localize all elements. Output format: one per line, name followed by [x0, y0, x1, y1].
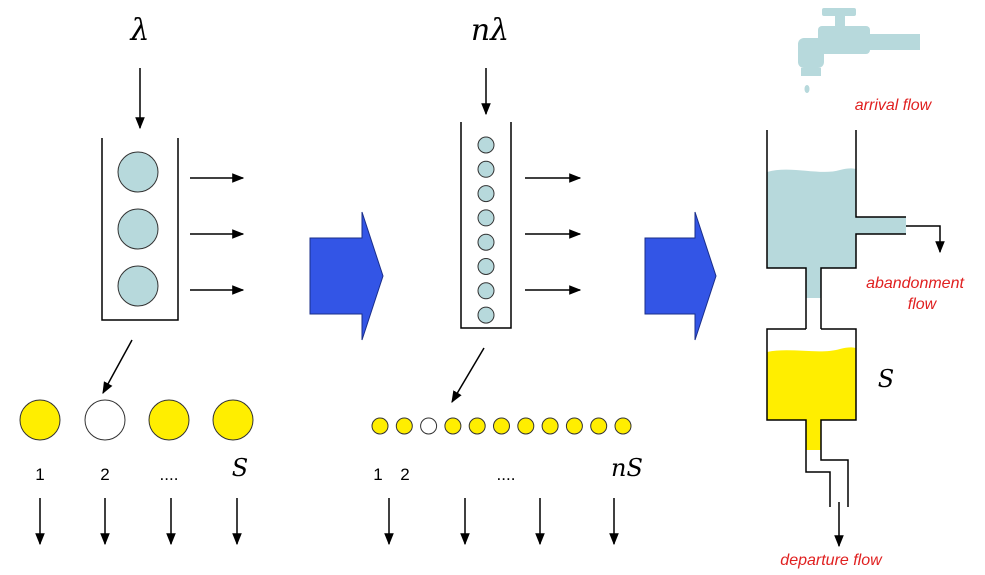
server-busy	[19, 399, 61, 441]
server-busy	[371, 417, 389, 435]
queued-customer	[477, 282, 495, 300]
queue-tank-left-wall	[766, 130, 807, 329]
server-idle	[420, 417, 438, 435]
scaled-arrival-rate-label: nλ	[471, 13, 509, 48]
fluid-limit-transition-arrow	[644, 211, 717, 341]
queued-customer	[117, 208, 159, 250]
abandonment-pipe-fluid	[856, 217, 906, 234]
server-tank-left-wall	[766, 328, 831, 507]
server-busy	[493, 417, 510, 435]
queue-tank-right-wall	[855, 130, 906, 218]
connector-pipe	[820, 233, 906, 329]
arrival-flow-label: arrival flow	[855, 97, 933, 114]
stage3-fluid-model: arrival flow abandonment flow S departur…	[766, 8, 964, 569]
server-busy	[590, 417, 608, 435]
queued-customer	[117, 265, 159, 307]
stage1-system: λ 1 2 .... S	[19, 13, 254, 546]
stage2-system: nλ 1 2 .... nS	[371, 13, 643, 546]
server-count-label: S	[232, 454, 248, 482]
server-busy	[468, 417, 486, 435]
server-busy	[148, 399, 190, 441]
queued-customer	[117, 151, 159, 193]
server-tank-right-wall	[820, 328, 857, 507]
server-label: ....	[497, 465, 516, 484]
queued-customers	[477, 136, 495, 324]
server-busy	[444, 417, 462, 435]
server-label: 2	[400, 465, 409, 484]
departure-flow-label: departure flow	[780, 552, 883, 569]
capacity-label: S	[878, 365, 894, 393]
server-label: 1	[35, 465, 44, 484]
server-label: 1	[373, 465, 382, 484]
queued-customer	[477, 306, 495, 324]
queued-customer	[477, 136, 495, 154]
servers	[371, 417, 632, 435]
connector-fluid	[806, 268, 821, 298]
queued-customer	[477, 258, 495, 275]
queued-customer	[477, 160, 495, 178]
server-busy	[212, 399, 254, 441]
scaled-server-count-label: nS	[611, 454, 643, 482]
queue-buffer	[460, 122, 512, 329]
abandonment-flow-label: abandonment	[866, 275, 964, 292]
server-idle	[84, 399, 126, 441]
server-label: 2	[100, 465, 109, 484]
faucet-icon	[798, 8, 920, 93]
dispatch-arrow	[451, 347, 485, 404]
server-fluid	[767, 347, 856, 420]
server-busy	[565, 417, 583, 435]
server-busy	[541, 417, 559, 435]
arrival-rate-label: λ	[129, 13, 149, 48]
queued-customer	[477, 209, 495, 227]
abandonment-arrow	[906, 225, 945, 254]
server-busy	[517, 417, 535, 435]
queued-customer	[477, 185, 495, 203]
server-busy	[395, 417, 413, 435]
server-busy	[614, 417, 632, 435]
outlet-fluid	[806, 420, 821, 450]
abandonment-flow-label: flow	[908, 296, 938, 313]
scaling-transition-arrow	[309, 211, 384, 341]
queue-fluid	[767, 168, 856, 268]
server-label: ....	[160, 465, 179, 484]
queue-buffer	[101, 138, 179, 321]
queued-customer	[477, 233, 495, 251]
dispatch-arrow	[102, 339, 133, 395]
